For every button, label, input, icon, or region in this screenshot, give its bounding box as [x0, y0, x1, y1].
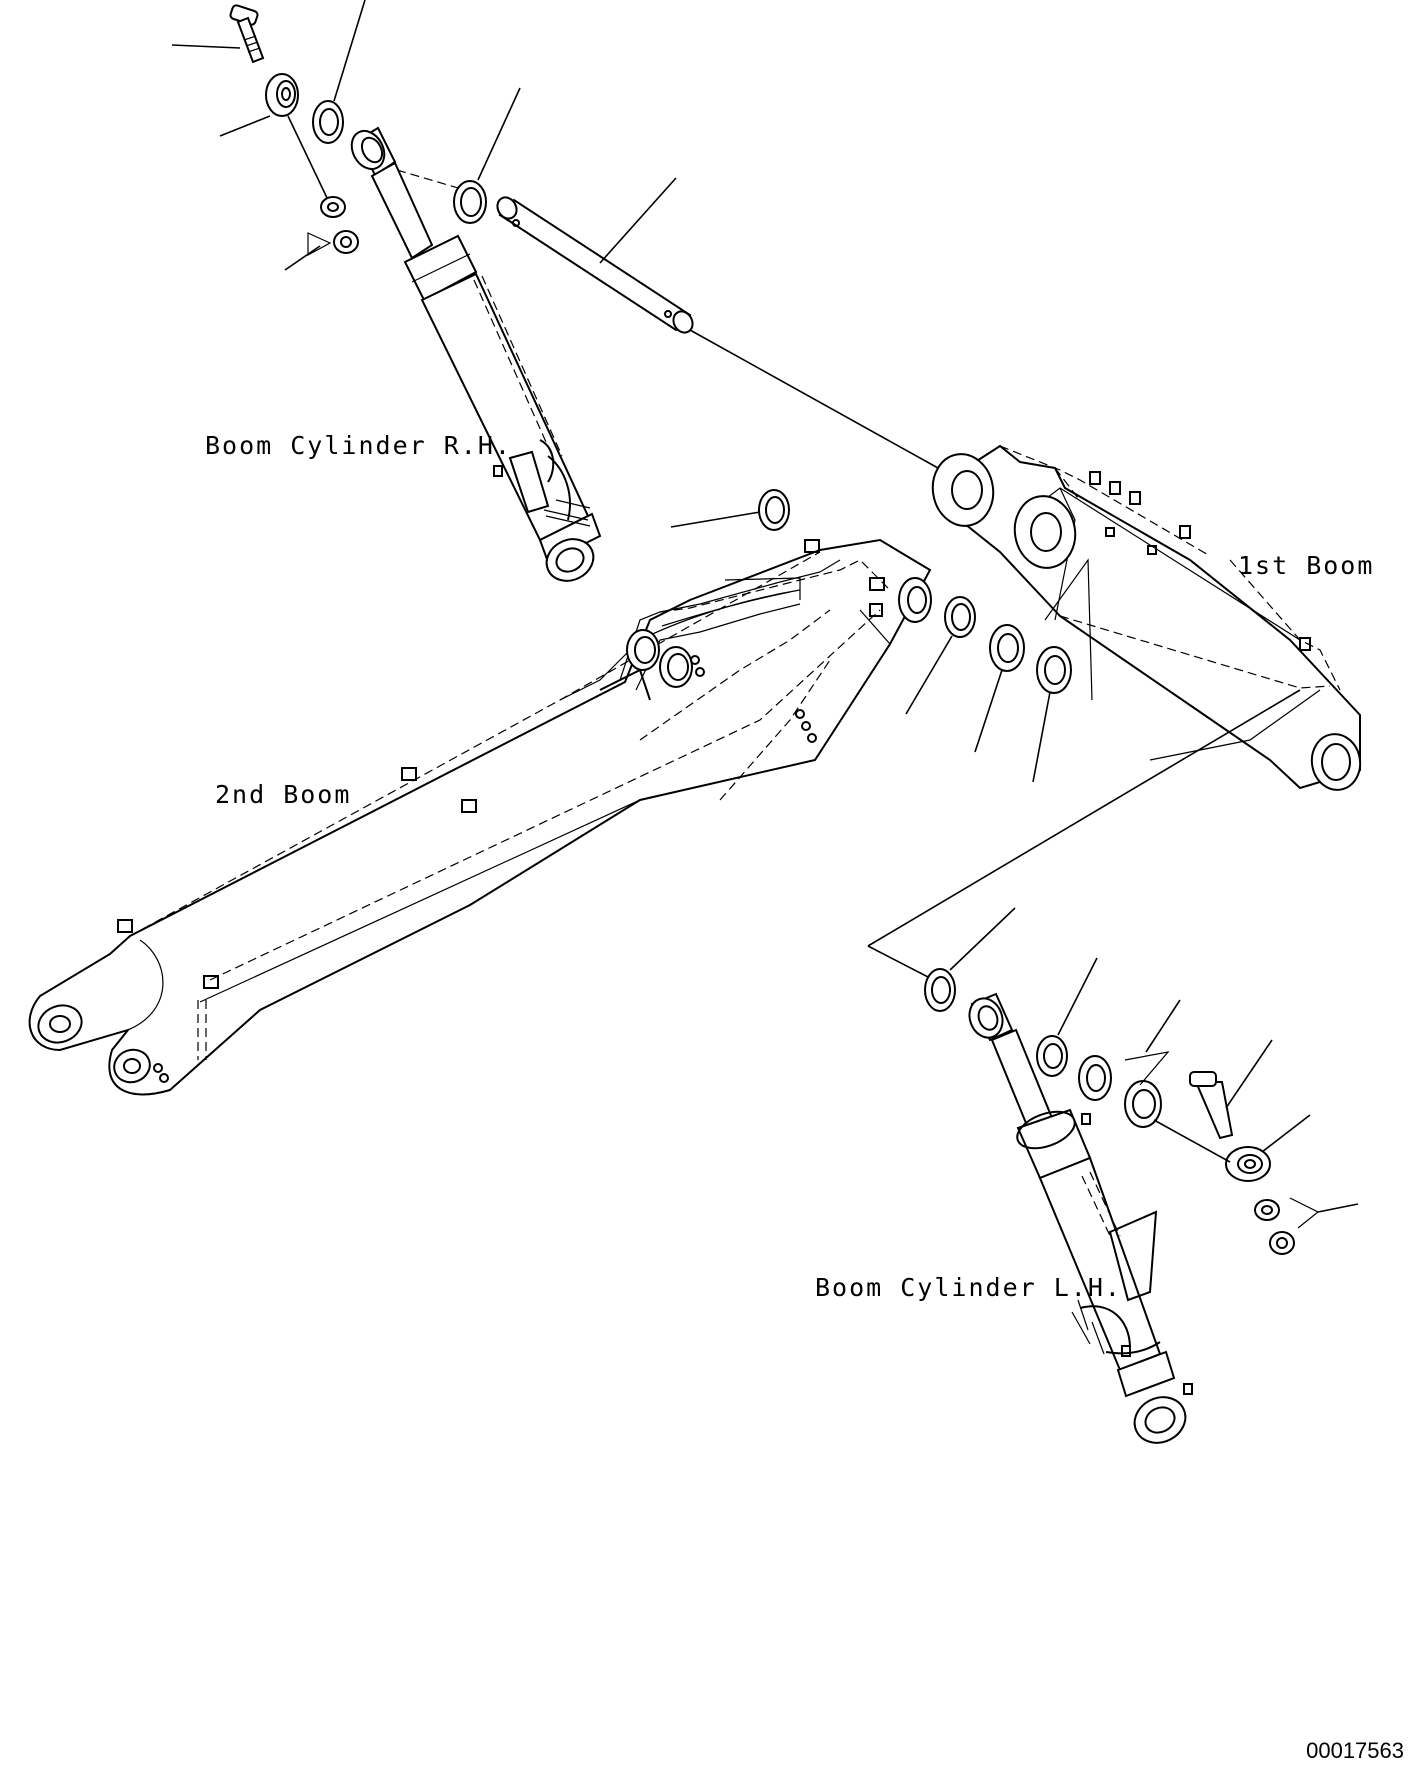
boom-cylinder-lh: [924, 907, 1359, 1444]
leader-rh-bolt: [171, 44, 241, 49]
rh-shim-right: [453, 180, 487, 224]
rh-nuts: [320, 196, 359, 254]
shim-middle: [758, 489, 790, 531]
label-second-boom: 2nd Boom: [215, 780, 351, 809]
first-boom: [931, 444, 1362, 791]
label-boom-cylinder-lh: Boom Cylinder L.H.: [815, 1273, 1122, 1302]
boom-cylinder-rh: [171, 0, 939, 582]
rh-pin: [496, 196, 694, 334]
label-boom-cylinder-rh: Boom Cylinder R.H.: [205, 431, 512, 460]
label-first-boom: 1st Boom: [1238, 551, 1374, 580]
second-boom: [28, 538, 932, 1096]
drawing-number: 00017563: [1306, 1738, 1404, 1763]
rh-plate-washer: [265, 73, 299, 117]
rh-shim-top: [312, 100, 344, 144]
rh-cylinder-body: [370, 161, 602, 582]
rh-bolt: [229, 4, 265, 64]
boom-joint-shims: [944, 596, 1072, 694]
